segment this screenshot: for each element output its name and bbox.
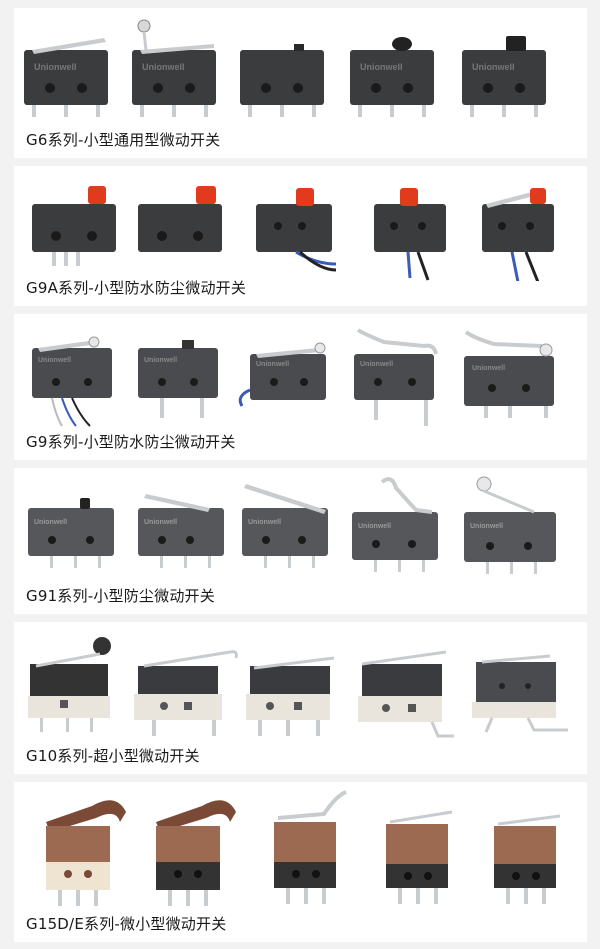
g9-brand-3: Unionwell (256, 361, 289, 368)
g10-switch-5 (472, 654, 568, 733)
section-caption-g10: G10系列-超小型微动开关 (26, 747, 200, 765)
g9-switch-1: Unionwell (32, 336, 112, 427)
g91-brand-2: Unionwell (144, 519, 177, 526)
g9-brand-1: Unionwell (38, 357, 71, 364)
section-g15: G15D/E系列-微小型微动开关 (14, 782, 587, 942)
g9a-switch-3 (256, 188, 337, 272)
g91-switch-2: Unionwell (138, 494, 224, 568)
g9-brand-2: Unionwell (144, 357, 177, 364)
g9-brand-5: Unionwell (472, 365, 505, 372)
product-images-g9a (32, 186, 554, 281)
product-images-g91: Unionwell Unionwell Unionwell Unionwell (28, 476, 556, 574)
g91-brand-3: Unionwell (248, 519, 281, 526)
g91-brand-5: Unionwell (470, 523, 503, 530)
g10-switch-4 (358, 650, 454, 738)
product-images-g6: Unionwell Unionwell Unionwell (24, 19, 546, 117)
product-images-g15 (46, 790, 561, 906)
g10-switch-2 (134, 650, 238, 736)
section-g10: G10系列-超小型微动开关 (14, 622, 587, 774)
g6-switch-2: Unionwell (132, 19, 216, 117)
g91-brand-4: Unionwell (358, 523, 391, 530)
product-images-g9: Unionwell Unionwell Unionwell Unionwell (32, 328, 554, 427)
product-images-g10 (28, 637, 568, 738)
g91-brand-1: Unionwell (34, 519, 67, 526)
section-g91: Unionwell Unionwell Unionwell Unionwell (14, 468, 587, 614)
g6-brand-5: Unionwell (472, 62, 515, 72)
g15-switch-4 (386, 810, 453, 904)
g15-switch-3 (274, 790, 347, 904)
g91-switch-1: Unionwell (28, 498, 114, 568)
section-g9: Unionwell Unionwell Unionwell Unionwell (14, 314, 587, 460)
section-g9a: G9A系列-小型防水防尘微动开关 (14, 166, 587, 306)
section-caption-g9: G9系列-小型防水防尘微动开关 (26, 433, 236, 451)
g10-switch-3 (246, 656, 335, 736)
g9-switch-3: Unionwell (238, 342, 326, 407)
g9a-switch-4 (374, 188, 446, 281)
section-caption-g15: G15D/E系列-微小型微动开关 (26, 915, 227, 933)
g91-switch-4: Unionwell (352, 477, 438, 572)
g6-switch-4: Unionwell (350, 37, 434, 117)
g6-switch-5: Unionwell (462, 36, 546, 117)
g9a-switch-5 (482, 188, 554, 281)
section-caption-g6: G6系列-小型通用型微动开关 (26, 131, 221, 149)
section-caption-g91: G91系列-小型防尘微动开关 (26, 587, 215, 605)
g9-switch-2: Unionwell (138, 340, 218, 418)
section-caption-g9a: G9A系列-小型防水防尘微动开关 (26, 279, 247, 297)
g9-switch-4: Unionwell (354, 328, 438, 426)
g9-brand-4: Unionwell (360, 361, 393, 368)
g6-brand-2: Unionwell (142, 62, 185, 72)
g91-switch-3: Unionwell (242, 484, 328, 568)
g9a-switch-2 (138, 186, 222, 252)
g6-switch-3 (240, 44, 324, 117)
g6-brand-4: Unionwell (360, 62, 403, 72)
g6-brand-1: Unionwell (34, 62, 77, 72)
g15-switch-5 (494, 814, 561, 904)
g9-switch-5: Unionwell (464, 330, 554, 418)
g6-switch-1: Unionwell (24, 38, 108, 117)
g9a-switch-1 (32, 186, 116, 266)
g10-switch-1 (28, 637, 111, 732)
g15-switch-2 (156, 800, 236, 906)
g15-switch-1 (46, 800, 126, 906)
section-g6: Unionwell Unionwell Unionwell (14, 8, 587, 158)
g91-switch-5: Unionwell (464, 476, 556, 574)
